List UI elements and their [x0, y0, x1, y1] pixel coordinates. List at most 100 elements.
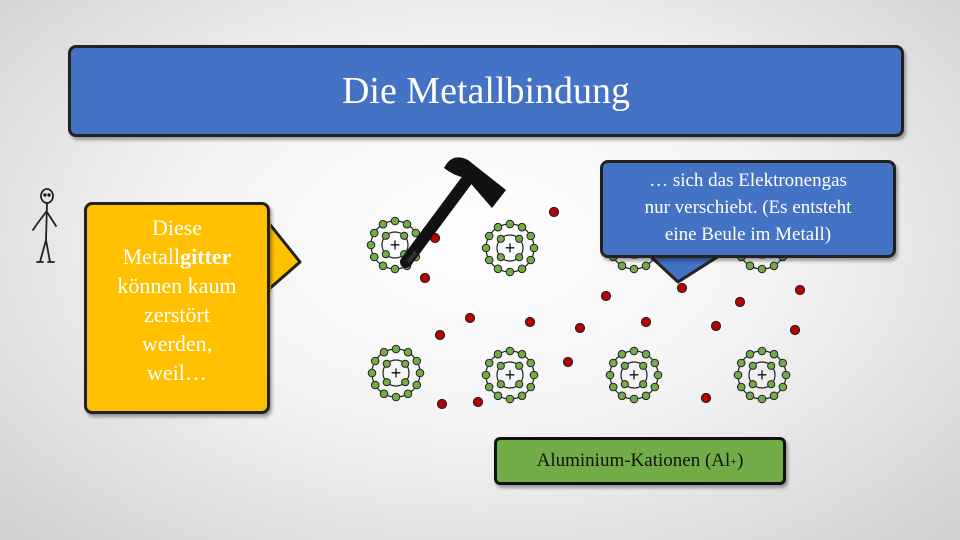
shell-electron: [617, 391, 627, 401]
shell-electron: [517, 222, 527, 232]
label-superscript: +: [730, 453, 738, 468]
label-suffix: ): [737, 450, 744, 471]
inner-shell: [381, 231, 409, 259]
shell-electron: [493, 264, 503, 274]
ion-charge-symbol: +: [505, 238, 516, 258]
shell-electron: [517, 349, 527, 359]
inner-shell: [620, 361, 648, 389]
free-electron: [676, 282, 688, 294]
shell-electron: [390, 264, 400, 274]
free-electron: [640, 316, 652, 328]
shell-electron: [736, 358, 746, 368]
shell-electron: [517, 264, 527, 274]
slide-title: Die Metallbindung: [341, 70, 631, 112]
bubble-left-line-3: können kaum: [117, 273, 237, 298]
shell-electron: [641, 349, 651, 359]
bubble-left-line-5: werden,: [141, 331, 213, 356]
shell-electron: [641, 261, 651, 271]
bubble-left-line-4: zerstört: [144, 302, 210, 327]
shell-electron: [496, 361, 505, 370]
ion-charge-symbol: +: [505, 365, 516, 385]
free-electron: [600, 290, 612, 302]
shell-electron: [515, 380, 524, 389]
free-electron: [562, 356, 574, 368]
free-electron: [789, 324, 801, 336]
shell-electron: [515, 234, 524, 243]
shell-electron: [641, 391, 651, 401]
shell-electron: [781, 370, 791, 380]
shell-electron: [515, 361, 524, 370]
ion-charge-symbol: +: [390, 235, 401, 255]
bubble-left-line-1: Diese: [151, 215, 203, 240]
shell-electron: [757, 394, 767, 404]
free-electron: [472, 396, 484, 408]
shell-electron: [412, 380, 422, 390]
free-electron: [548, 206, 560, 218]
shell-electron: [639, 361, 648, 370]
bubble-left-line-6: weil…: [147, 360, 207, 385]
bubble-left-line-2: Metallgitter: [87, 242, 267, 271]
free-electron: [700, 392, 712, 404]
shell-electron: [402, 219, 412, 229]
ion-charge-symbol: +: [391, 363, 402, 383]
shell-electron: [391, 344, 401, 354]
shell-electron: [769, 349, 779, 359]
shell-electron: [526, 231, 536, 241]
shell-electron: [496, 253, 505, 262]
shell-electron: [493, 222, 503, 232]
free-electron: [710, 320, 722, 332]
shell-electron: [484, 255, 494, 265]
shell-electron: [778, 382, 788, 392]
shell-electron: [757, 264, 767, 274]
free-electron: [419, 272, 431, 284]
shell-electron: [369, 228, 379, 238]
shell-electron: [379, 347, 389, 357]
shell-electron: [769, 261, 779, 271]
bubble-left-word-metall: Metall: [122, 244, 181, 269]
shell-electron: [757, 346, 767, 356]
hammer-icon: [400, 157, 506, 268]
shell-electron: [650, 358, 660, 368]
shell-electron: [529, 370, 539, 380]
shell-electron: [505, 394, 515, 404]
shell-electron: [617, 261, 627, 271]
shell-electron: [650, 382, 660, 392]
free-electron: [734, 296, 746, 308]
shell-electron: [382, 359, 391, 368]
bubble-right-line-1: … sich das Elektronengas: [649, 170, 847, 191]
shell-electron: [505, 346, 515, 356]
shell-electron: [403, 347, 413, 357]
shell-electron: [778, 358, 788, 368]
shell-electron: [526, 382, 536, 392]
shell-electron: [391, 392, 401, 402]
shell-electron: [608, 382, 618, 392]
bubble-left-word-gitter: gitter: [180, 244, 232, 269]
shell-electron: [378, 261, 388, 271]
shell-electron: [496, 380, 505, 389]
label-text: Aluminium-Kationen (Al: [536, 450, 731, 471]
shell-electron: [515, 253, 524, 262]
free-electron: [434, 329, 446, 341]
shell-electron: [505, 219, 515, 229]
shell-electron: [400, 231, 409, 240]
shell-electron: [390, 216, 400, 226]
shell-electron: [367, 368, 377, 378]
ion-charge-symbol: +: [757, 365, 768, 385]
shell-electron: [608, 358, 618, 368]
shell-electron: [653, 370, 663, 380]
bubble-right-line-3: eine Beule im Metall): [664, 224, 832, 245]
free-electron: [464, 312, 476, 324]
shell-electron: [639, 380, 648, 389]
shell-electron: [379, 389, 389, 399]
shell-electron: [767, 380, 776, 389]
shell-electron: [748, 380, 757, 389]
shell-electron: [620, 380, 629, 389]
shell-electron: [605, 370, 615, 380]
shell-electron: [382, 378, 391, 387]
shell-electron: [381, 250, 390, 259]
shell-electron: [767, 361, 776, 370]
shell-electron: [401, 359, 410, 368]
shell-electron: [733, 370, 743, 380]
